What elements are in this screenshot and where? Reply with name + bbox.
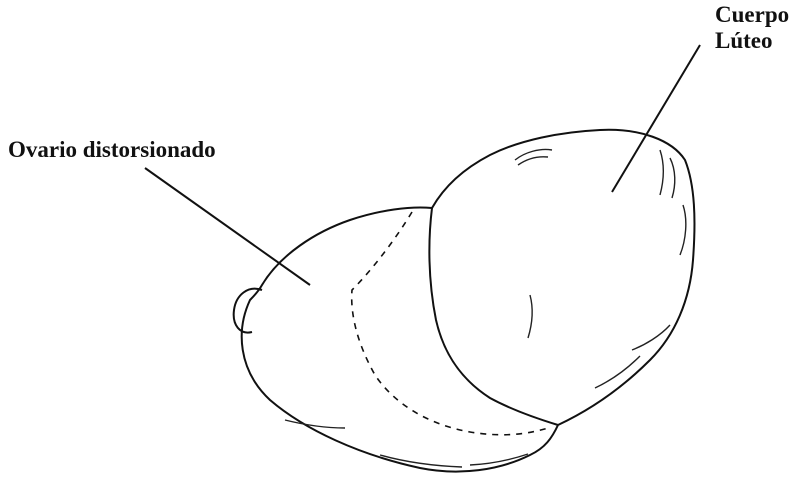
ovary-bulge [234, 289, 262, 333]
cuerpo-luteo-label: Cuerpo Lúteo [715, 2, 789, 55]
ovario-label-text: Ovario distorsionado [8, 137, 216, 163]
cuerpo-leader-line [612, 45, 700, 192]
ovario-distorsionado-label: Ovario distorsionado [8, 137, 216, 163]
ovary-outline [242, 130, 695, 472]
ovario-leader-line [145, 168, 310, 285]
cuerpo-label-line2: Lúteo [715, 28, 789, 54]
luteum-boundary [429, 208, 558, 425]
shading [285, 149, 686, 467]
dashed-contour [352, 212, 548, 435]
cuerpo-label-line1: Cuerpo [715, 2, 789, 28]
